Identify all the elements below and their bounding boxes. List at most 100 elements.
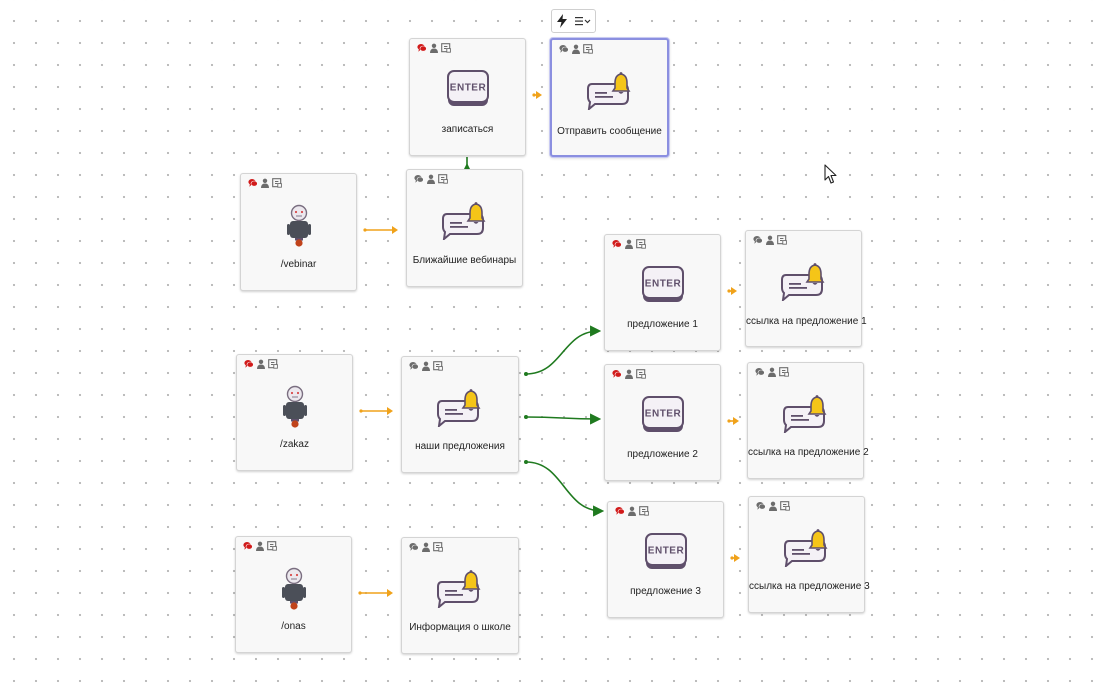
node-label: Информация о школе bbox=[409, 622, 511, 633]
settings-square-icon[interactable] bbox=[779, 367, 789, 377]
message-bell-icon bbox=[586, 72, 630, 110]
node-header-icons bbox=[244, 359, 278, 369]
menu-dropdown-button[interactable] bbox=[575, 12, 591, 30]
person-icon[interactable] bbox=[429, 43, 439, 53]
arrow-head-icon bbox=[392, 226, 398, 234]
node-label: предложение 1 bbox=[627, 319, 698, 330]
flow-node-nashi[interactable]: наши предложения bbox=[401, 356, 519, 473]
message-bell-icon bbox=[441, 202, 485, 240]
robot-trigger-icon bbox=[286, 204, 311, 247]
node-header-icons bbox=[409, 542, 443, 552]
chat-bubble-icon[interactable] bbox=[243, 541, 253, 551]
flow-node-vebinar-trigger[interactable]: /vebinar bbox=[240, 173, 357, 291]
person-icon[interactable] bbox=[256, 359, 266, 369]
node-label: ссылка на предложение 1 bbox=[746, 316, 867, 327]
arrow-head-icon bbox=[387, 407, 393, 415]
node-label: Ближайшие вебинары bbox=[412, 255, 517, 266]
node-header-icons bbox=[755, 367, 789, 377]
chat-bubble-icon[interactable] bbox=[615, 506, 625, 516]
flow-node-predl1[interactable]: ENTER предложение 1 bbox=[604, 234, 721, 351]
person-icon[interactable] bbox=[627, 506, 637, 516]
settings-square-icon[interactable] bbox=[639, 506, 649, 516]
chat-bubble-icon[interactable] bbox=[248, 178, 258, 188]
settings-square-icon[interactable] bbox=[583, 44, 593, 54]
settings-square-icon[interactable] bbox=[433, 361, 443, 371]
flow-node-otpravit[interactable]: Отправить сообщение bbox=[550, 38, 669, 157]
node-type-icon bbox=[783, 527, 831, 567]
svg-text:ENTER: ENTER bbox=[449, 83, 486, 94]
flow-node-link2[interactable]: ссылка на предложение 2 bbox=[747, 362, 869, 479]
chat-bubble-icon[interactable] bbox=[409, 361, 419, 371]
settings-square-icon[interactable] bbox=[780, 501, 790, 511]
enter-key-icon: ENTER bbox=[641, 266, 684, 302]
settings-square-icon[interactable] bbox=[777, 235, 787, 245]
person-icon[interactable] bbox=[571, 44, 581, 54]
node-label: /zakaz bbox=[280, 439, 309, 450]
chat-bubble-icon[interactable] bbox=[612, 239, 622, 249]
node-label: предложение 2 bbox=[627, 449, 698, 460]
person-icon[interactable] bbox=[255, 541, 265, 551]
chat-bubble-icon[interactable] bbox=[755, 367, 765, 377]
node-type-icon bbox=[782, 393, 830, 433]
person-icon[interactable] bbox=[421, 542, 431, 552]
svg-text:ENTER: ENTER bbox=[644, 409, 681, 420]
branch-start-dot bbox=[524, 372, 528, 376]
node-type-icon: ENTER bbox=[641, 395, 685, 433]
flow-node-zakaz-trigger[interactable]: /zakaz bbox=[236, 354, 353, 471]
node-header-icons bbox=[612, 369, 646, 379]
person-icon[interactable] bbox=[624, 239, 634, 249]
settings-square-icon[interactable] bbox=[433, 542, 443, 552]
message-bell-icon bbox=[783, 529, 827, 567]
chat-bubble-icon[interactable] bbox=[756, 501, 766, 511]
chat-bubble-icon[interactable] bbox=[244, 359, 254, 369]
settings-square-icon[interactable] bbox=[267, 541, 277, 551]
node-type-icon bbox=[436, 387, 484, 427]
chat-bubble-icon[interactable] bbox=[414, 174, 424, 184]
node-header-icons bbox=[417, 43, 451, 53]
flow-node-info[interactable]: Информация о школе bbox=[401, 537, 519, 654]
connector-dot bbox=[730, 556, 734, 560]
branch-connector bbox=[525, 413, 602, 425]
flow-node-link1[interactable]: ссылка на предложение 1 bbox=[745, 230, 867, 347]
chat-bubble-icon[interactable] bbox=[753, 235, 763, 245]
node-type-icon bbox=[441, 200, 489, 240]
chat-bubble-icon[interactable] bbox=[409, 542, 419, 552]
node-header-icons bbox=[243, 541, 277, 551]
settings-square-icon[interactable] bbox=[438, 174, 448, 184]
chat-bubble-icon[interactable] bbox=[417, 43, 427, 53]
person-icon[interactable] bbox=[260, 178, 270, 188]
node-type-icon bbox=[282, 204, 316, 248]
node-header-icons bbox=[414, 174, 448, 184]
settings-square-icon[interactable] bbox=[268, 359, 278, 369]
settings-square-icon[interactable] bbox=[636, 369, 646, 379]
person-icon[interactable] bbox=[765, 235, 775, 245]
menu-dropdown-icon bbox=[575, 17, 591, 26]
flow-node-link3[interactable]: ссылка на предложение 3 bbox=[748, 496, 870, 613]
flow-node-predl2[interactable]: ENTER предложение 2 bbox=[604, 364, 721, 481]
settings-square-icon[interactable] bbox=[441, 43, 451, 53]
settings-square-icon[interactable] bbox=[636, 239, 646, 249]
node-type-icon: ENTER bbox=[446, 69, 490, 107]
enter-key-icon: ENTER bbox=[644, 533, 687, 569]
chat-bubble-icon[interactable] bbox=[559, 44, 569, 54]
connector-dot bbox=[363, 228, 367, 232]
connector-dot bbox=[359, 409, 363, 413]
person-icon[interactable] bbox=[768, 501, 778, 511]
branch-connector bbox=[525, 325, 602, 375]
node-header-icons bbox=[612, 239, 646, 249]
flow-node-onas-trigger[interactable]: /onas bbox=[235, 536, 352, 653]
node-label: предложение 3 bbox=[630, 586, 701, 597]
node-label: ссылка на предложение 2 bbox=[748, 447, 869, 458]
person-icon[interactable] bbox=[421, 361, 431, 371]
settings-square-icon[interactable] bbox=[272, 178, 282, 188]
lightning-button[interactable] bbox=[556, 12, 568, 30]
flow-node-zapisatsya[interactable]: ENTER записаться bbox=[409, 38, 526, 156]
arrow-head-icon bbox=[733, 417, 739, 425]
person-icon[interactable] bbox=[767, 367, 777, 377]
flow-node-vebinary[interactable]: Ближайшие вебинары bbox=[406, 169, 523, 287]
person-icon[interactable] bbox=[624, 369, 634, 379]
node-header-icons bbox=[559, 44, 593, 54]
flow-node-predl3[interactable]: ENTER предложение 3 bbox=[607, 501, 724, 618]
chat-bubble-icon[interactable] bbox=[612, 369, 622, 379]
person-icon[interactable] bbox=[426, 174, 436, 184]
